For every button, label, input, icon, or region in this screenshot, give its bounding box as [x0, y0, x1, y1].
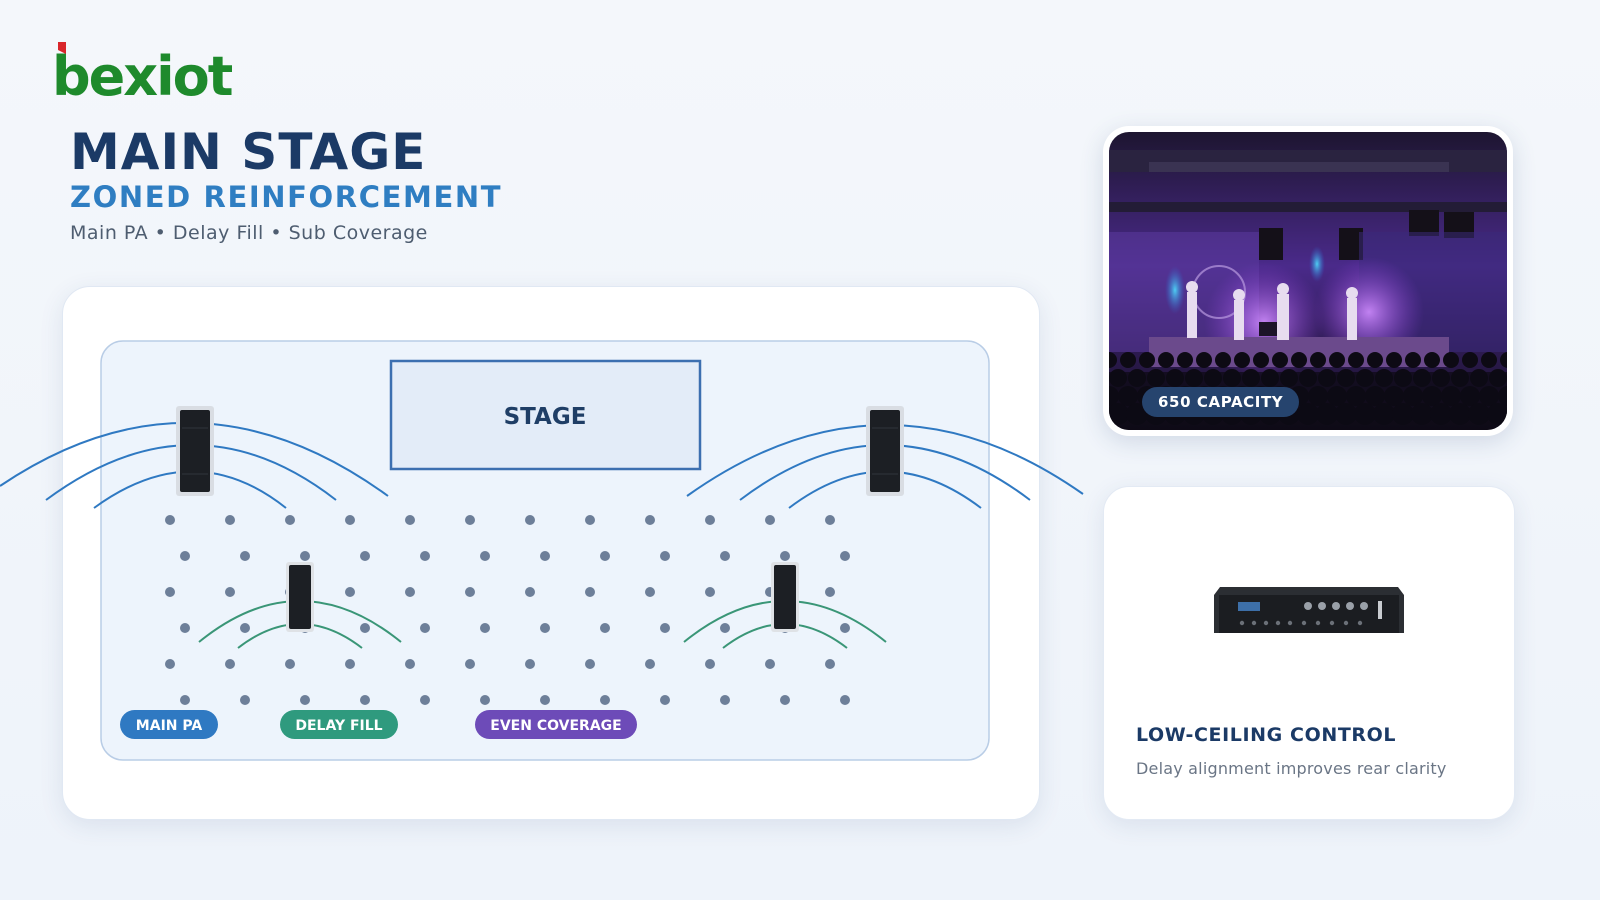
crowd-head [1386, 352, 1402, 368]
product-card: LOW-CEILING CONTROL Delay alignment impr… [1103, 486, 1515, 820]
page-title: MAIN STAGE [70, 123, 427, 181]
crowd-head [1329, 352, 1345, 368]
crowd-head [1120, 352, 1136, 368]
page-subtitle: ZONED REINFORCEMENT [70, 180, 503, 214]
crowd-head [1291, 352, 1307, 368]
crowd-head [1215, 352, 1231, 368]
crowd-head [1367, 352, 1383, 368]
crowd-head [1310, 352, 1326, 368]
bexiot-logo: bexiot [52, 42, 232, 102]
crowd-head [1500, 352, 1507, 368]
venue-diagram-card [62, 286, 1040, 820]
logo-text: bexiot [52, 45, 232, 102]
crowd-head [1481, 352, 1497, 368]
crowd-head [1177, 352, 1193, 368]
crowd-head [1462, 352, 1478, 368]
capacity-badge: 650 CAPACITY [1142, 387, 1300, 417]
crowd-head [1405, 352, 1421, 368]
product-description: Delay alignment improves rear clarity [1136, 759, 1447, 778]
concert-photo-illustration [1109, 132, 1507, 430]
live-concert-venue-photo: 650 CAPACITY [1109, 132, 1507, 430]
rack-amplifier-mixer-icon [1214, 587, 1404, 633]
crowd-head [1348, 352, 1364, 368]
crowd-head [1443, 352, 1459, 368]
crowd-head [1253, 352, 1269, 368]
crowd-head [1158, 352, 1174, 368]
crowd-head [1272, 352, 1288, 368]
product-title: LOW-CEILING CONTROL [1136, 724, 1397, 746]
crowd-head [1234, 352, 1250, 368]
venue-photo-card: 650 CAPACITY [1103, 126, 1513, 436]
crowd-head [1196, 352, 1212, 368]
page-tagline: Main PA • Delay Fill • Sub Coverage [70, 222, 428, 244]
crowd-head [1424, 352, 1440, 368]
logo-red-mark [58, 42, 66, 54]
crowd-head [1139, 352, 1155, 368]
crowd-head [1109, 352, 1117, 368]
header-block: MAIN STAGE ZONED REINFORCEMENT Main PA •… [70, 124, 502, 244]
